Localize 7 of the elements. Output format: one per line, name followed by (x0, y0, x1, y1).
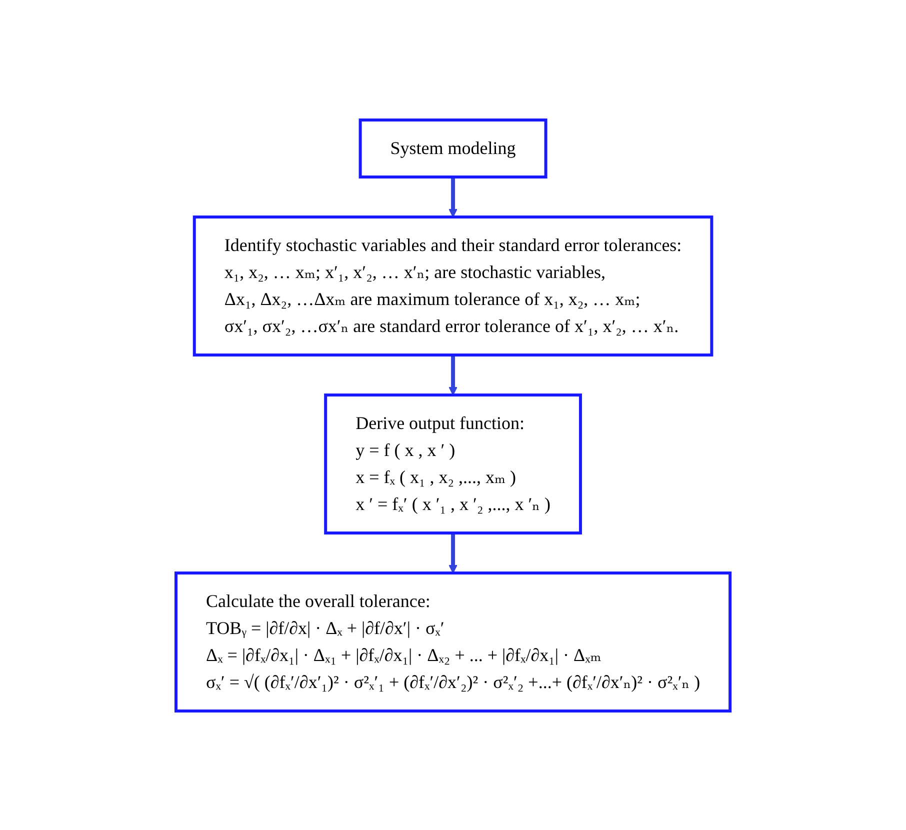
node-box: Calculate the overall tolerance: TOBᵧ = |∂f/∂x| · Δₓ + |∂f/∂x′| · σₓ′ Δₓ = |∂fₓ/∂x₁| · Δₓ₁ + |∂fₓ/∂x₁| · Δₓ₂ + ... + |∂fₓ/∂x₁| · Δₓₘ σₓ′ = √( (∂fₓ′/∂x′₁)² · σ²ₓ′₁ + (∂fₓ′/∂x′₂)² · σ²ₓ′₂ +...+ (∂fₓ′/∂x′ₙ)² · σ²ₓ′ₙ ) (174, 571, 732, 712)
node-box: Derive output function: y = f ( x , x ′ ) x = fₓ ( x₁ , x₂ ,..., xₘ ) x ′ = fₓ′ ( x ′₁ , x ′₂ ,..., x ′ₙ ) (324, 393, 582, 534)
node-box: Identify stochastic variables and their standard error tolerances: x₁, x₂, … xₘ; x′₁, x′₂, … x′ₙ; are stochastic variables, Δx₁, Δx₂, …Δxₘ are maximum tolerance of x₁, x₂, … xₘ; σx′₁, σx′₂, …σx′ₙ are standard error tolerance of x′₁, x′₂, … x′ₙ. (192, 215, 714, 356)
arrow (448, 354, 458, 395)
arrow (448, 532, 458, 573)
arrow (448, 176, 458, 217)
node-box: System modeling (358, 118, 548, 178)
